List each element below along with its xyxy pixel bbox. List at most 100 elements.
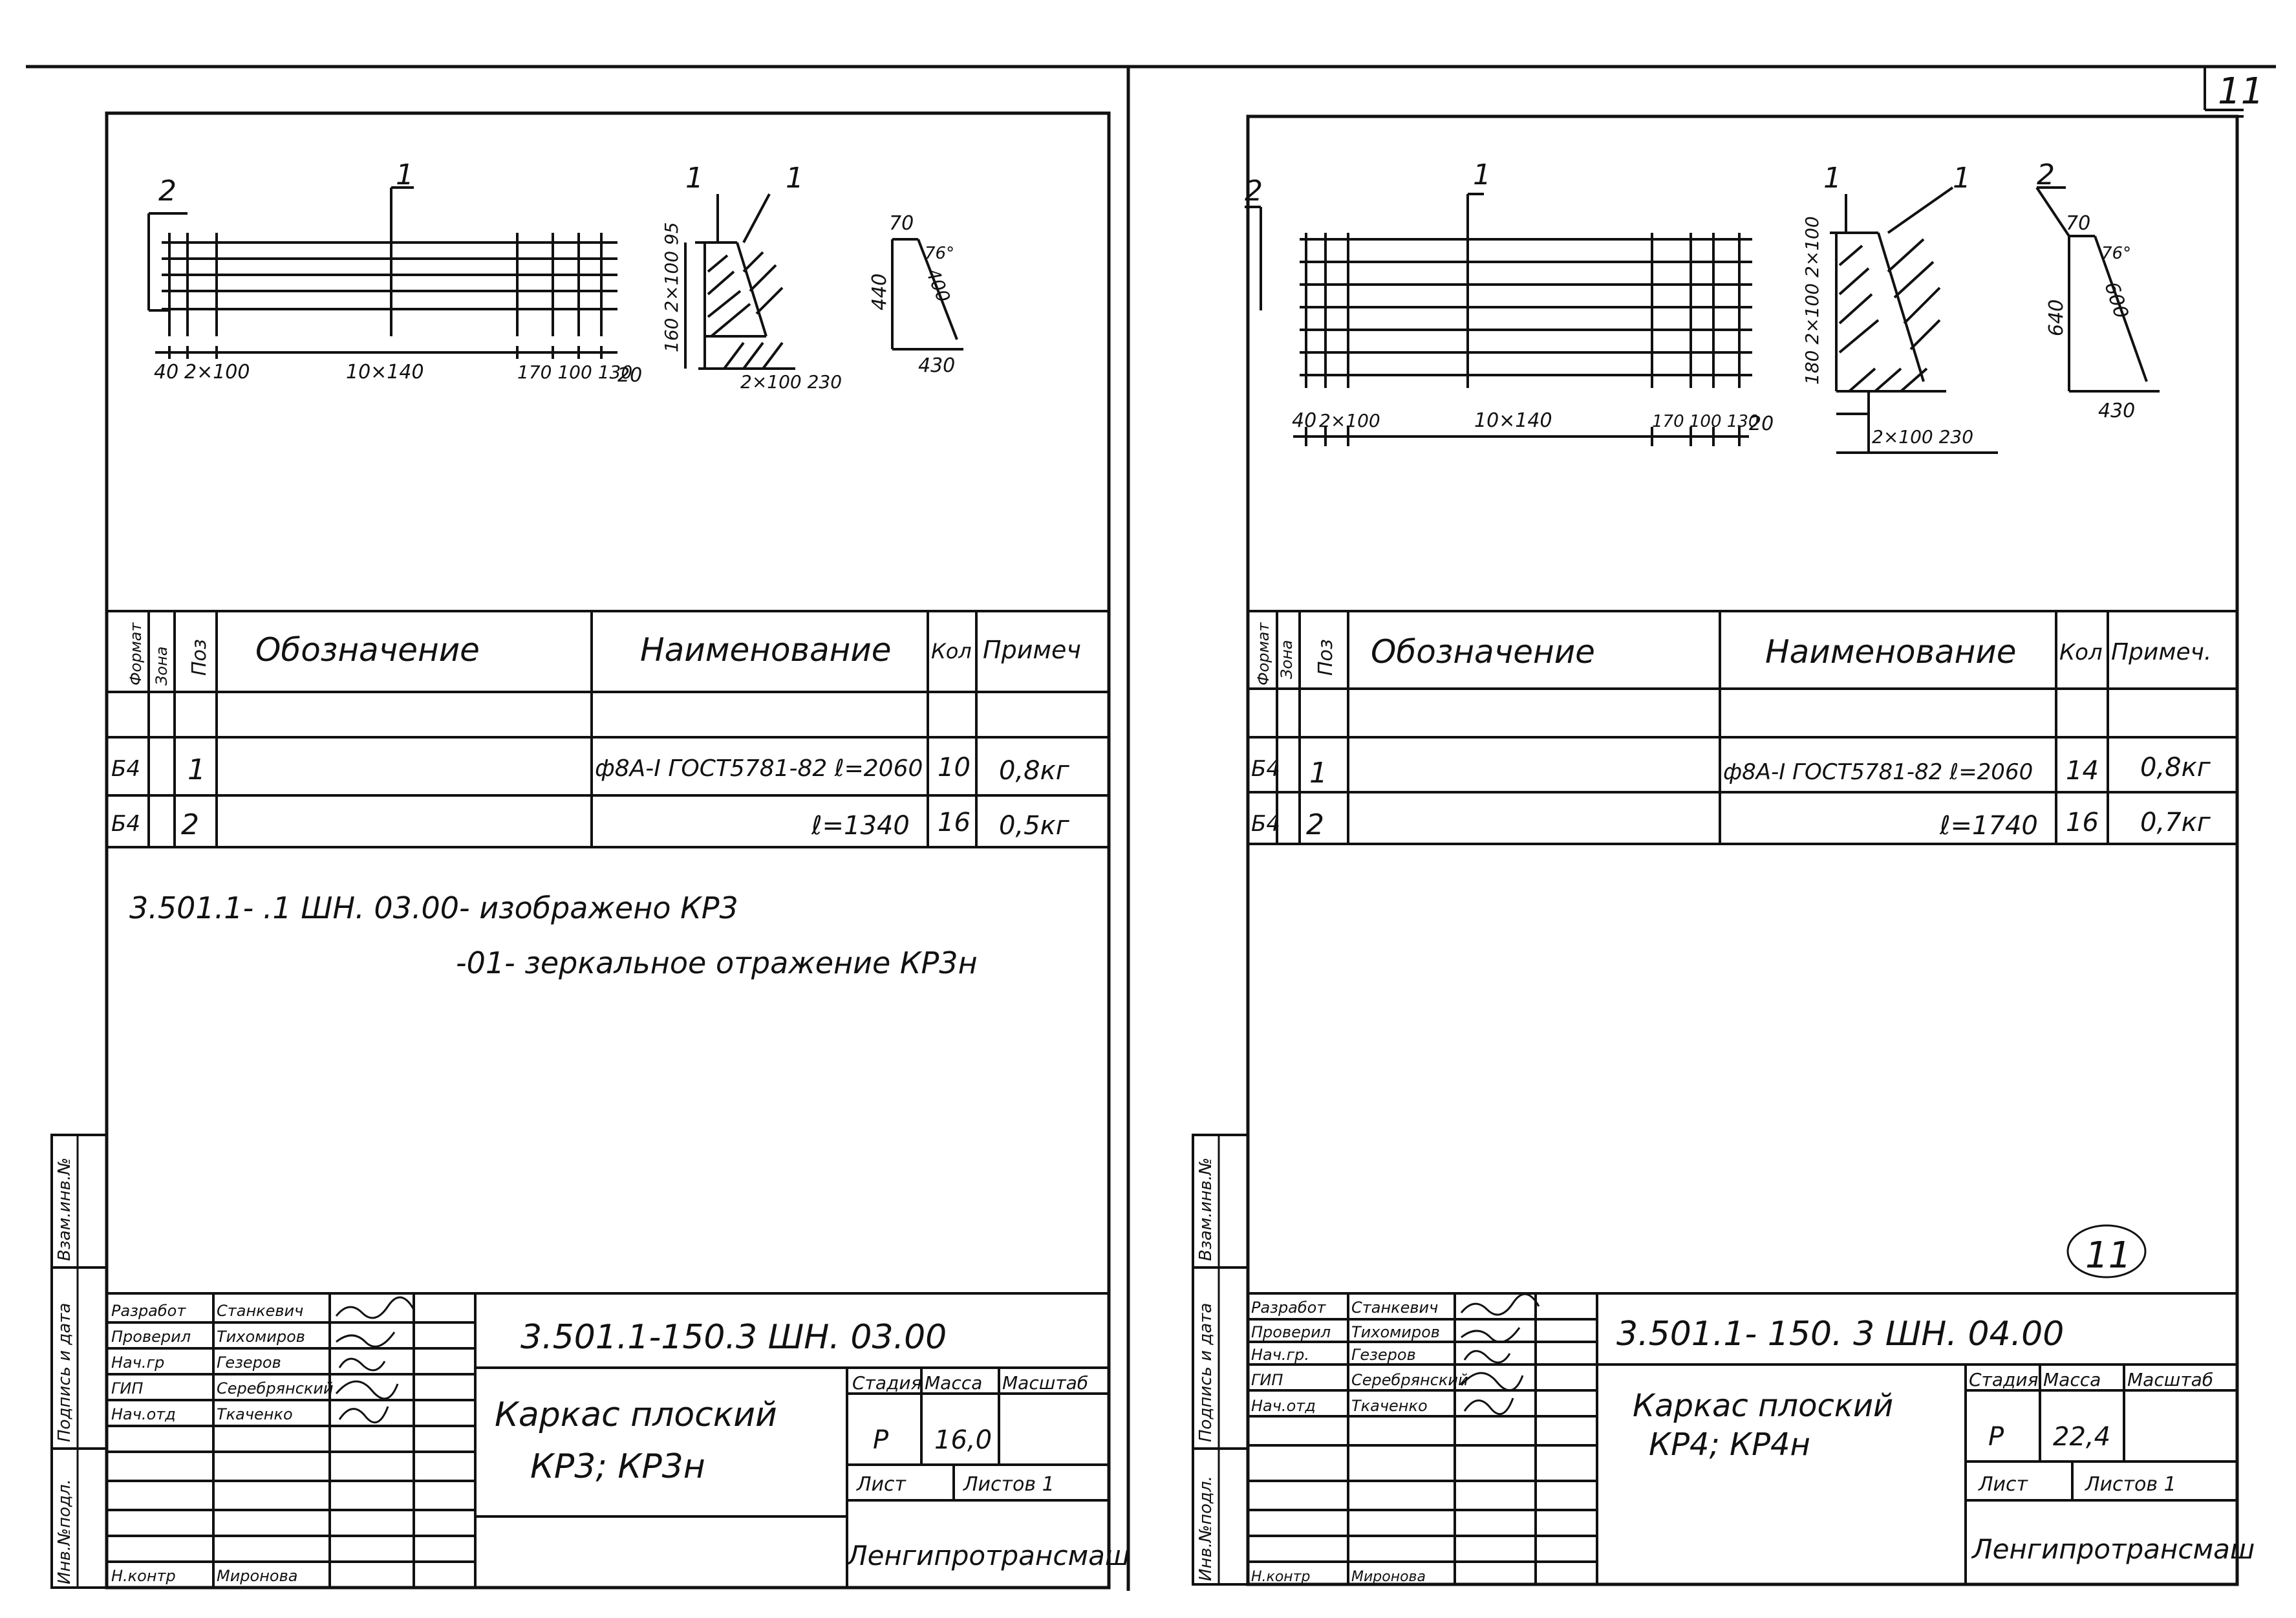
stage-label-s2: Стадия: [1969, 1369, 2038, 1390]
dim-10x140-s2: 10×140: [1474, 409, 1552, 432]
scale-label: Масштаб: [1002, 1372, 1088, 1394]
control-role-s2: Н.контр: [1251, 1569, 1310, 1585]
hook-dim-430-s2: 430: [2098, 400, 2135, 422]
signatures-s2: [1460, 1293, 1540, 1416]
spec-row-2-note-s2: 0,7кг: [2140, 808, 2211, 837]
dim-20-s2: 20: [1749, 413, 1774, 435]
section-pos-1a: 1: [685, 162, 703, 195]
spec-row-1-format: Б4: [111, 756, 140, 782]
spec-header-format: Формат: [127, 622, 145, 685]
spec-header-pos-s2: Поз: [1314, 639, 1337, 676]
dim-40-s2: 40: [1292, 409, 1316, 432]
spec-row-1-format-s2: Б4: [1251, 756, 1280, 782]
role-5: Нач.отд: [111, 1405, 176, 1423]
org-name: Ленгипротрансмаш: [846, 1540, 1130, 1571]
name-2-s2: Тихомиров: [1351, 1323, 1440, 1341]
sheet-2-hook-detail: [2035, 186, 2160, 393]
control-role: Н.контр: [111, 1567, 176, 1585]
spec-header-pos: Поз: [188, 639, 211, 676]
side-inv-label: Инв.№подл.: [55, 1479, 74, 1584]
spec-row-2-qty: 16: [938, 808, 971, 837]
name-4: Серебрянский: [217, 1379, 334, 1397]
control-name-s2: Миронова: [1351, 1569, 1426, 1585]
sheet-1: Взам.инв.№ Подпись и дата Инв.№подл.: [50, 111, 1130, 1590]
spec-header-qty-s2: Кол: [2059, 640, 2103, 665]
side-podpis-label: Подпись и дата: [55, 1303, 74, 1442]
hook-angle-s2: 76°: [2101, 244, 2131, 263]
name-5: Ткаченко: [217, 1405, 293, 1423]
spec-header-note: Примеч: [983, 636, 1081, 664]
pos-label-2-s2: 2: [1245, 175, 1263, 208]
sheet-2-title-block: [1248, 1292, 2237, 1584]
sheet-label: Лист: [856, 1473, 907, 1496]
spec-row-1-note-s2: 0,8кг: [2140, 753, 2211, 782]
spec-row-1-qty-s2: 14: [2066, 756, 2099, 786]
section-pos-1a-s2: 1: [1823, 162, 1841, 195]
spec-header-designation: Обозначение: [255, 631, 480, 669]
dim-2x100-s2: 2×100: [1319, 410, 1380, 431]
section-pos-1b-s2: 1: [1953, 162, 1971, 195]
role-5-s2: Нач.отд: [1251, 1397, 1316, 1415]
sheet-1-hook-detail: [891, 238, 963, 351]
sheets-label: Листов 1: [963, 1473, 1055, 1496]
sheet-2: Взам.инв.№ Подпись и дата Инв.№подл.: [1192, 114, 2255, 1586]
side-inv-label-2: Инв.№подл.: [1196, 1476, 1216, 1581]
title-doc-code-s2: 3.501.1- 150. 3 ШН. 04.00: [1616, 1315, 2064, 1354]
dim-40: 40: [154, 361, 178, 383]
name-3: Гезеров: [217, 1354, 281, 1372]
sheet-2-spec-table: [1248, 610, 2237, 845]
sheet-label-s2: Лист: [1978, 1473, 2029, 1496]
role-3-s2: Нач.гр.: [1251, 1346, 1309, 1364]
name-1-s2: Станкевич: [1351, 1299, 1438, 1317]
spec-row-2-pos: 2: [181, 808, 199, 841]
spec-row-2-note: 0,5кг: [999, 811, 1070, 841]
role-2: Проверил: [111, 1328, 191, 1346]
title-line-1: Каркас плоский: [495, 1396, 777, 1434]
stage-value: Р: [873, 1425, 889, 1455]
stamp-circle: [2066, 1224, 2147, 1278]
name-3-s2: Гезеров: [1351, 1346, 1416, 1364]
side-podpis-label-2: Подпись и дата: [1196, 1303, 1216, 1442]
spec-header-designation-s2: Обозначение: [1371, 633, 1595, 671]
hook-dim-430: 430: [918, 354, 955, 377]
mass-value: 16,0: [934, 1425, 992, 1455]
pos-label-2: 2: [158, 175, 177, 208]
spec-header-note-s2: Примеч.: [2111, 639, 2211, 665]
spec-row-1-qty: 10: [938, 753, 971, 782]
pos-label-1-s2: 1: [1473, 158, 1491, 191]
title-line-1-s2: Каркас плоский: [1633, 1388, 1893, 1424]
hook-dim-70: 70: [889, 212, 914, 235]
spec-row-1-note: 0,8кг: [999, 756, 1070, 786]
hook-angle: 76°: [925, 244, 954, 263]
spec-row-2-pos-s2: 2: [1306, 808, 1324, 841]
dim-2x100: 2×100: [184, 361, 250, 383]
role-3: Нач.гр: [111, 1354, 164, 1372]
sheet-2-frame: [1246, 114, 2239, 1586]
hook-dim-400: 400: [922, 265, 955, 305]
control-name: Миронова: [217, 1567, 297, 1585]
scale-label-s2: Масштаб: [2127, 1369, 2213, 1390]
dim-20: 20: [617, 364, 642, 387]
hook-dim-640-s2: 640: [2045, 299, 2068, 336]
section-dim-vertical: 160 2×100 95: [661, 222, 682, 352]
spec-header-format-s2: Формат: [1254, 622, 1272, 685]
role-2-s2: Проверил: [1251, 1323, 1331, 1341]
spec-row-2-name-s2: ℓ=1740: [1939, 811, 2038, 841]
spec-header-name-s2: Наименование: [1765, 633, 2017, 671]
org-name-s2: Ленгипротрансмаш: [1971, 1533, 2255, 1565]
section-dim-horizontal-s2: 2×100 230: [1872, 426, 1973, 448]
dim-right-group: 170 100 130: [517, 361, 632, 383]
spec-row-1-pos-s2: 1: [1309, 757, 1327, 790]
spec-row-1-pos: 1: [188, 753, 206, 786]
section-pos-1b: 1: [786, 162, 804, 195]
note-line-2: -01- зеркальное отражение КР3н: [456, 945, 978, 980]
spec-header-zone: Зона: [153, 647, 171, 685]
signatures: [335, 1296, 415, 1424]
name-5-s2: Ткаченко: [1351, 1397, 1428, 1415]
stage-value-s2: Р: [1988, 1422, 2004, 1452]
sheet-1-cage-section: [684, 193, 795, 370]
spec-row-2-format-s2: Б4: [1251, 811, 1280, 837]
name-4-s2: Серебрянский: [1351, 1371, 1468, 1389]
sheet-1-spec-table: [107, 610, 1109, 848]
